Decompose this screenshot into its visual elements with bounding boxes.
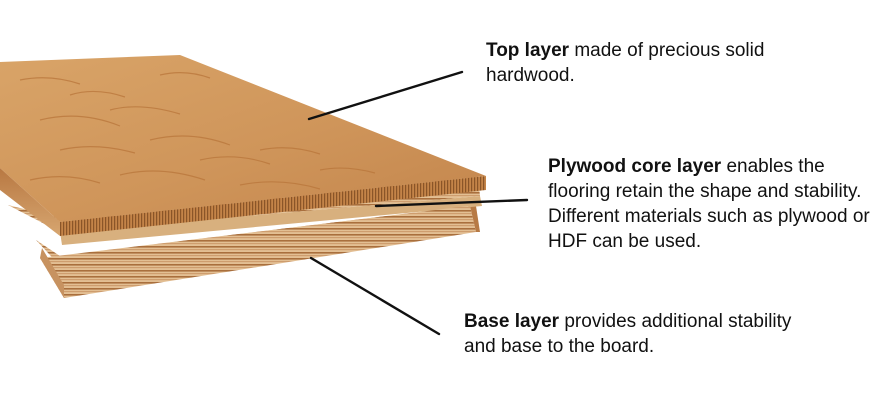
callout-top-layer-text: made of precious solid hardwood.: [486, 40, 765, 86]
callout-core-layer: Plywood core layer enables the flooring …: [548, 154, 883, 254]
leader-base-layer: [309, 256, 441, 336]
top-veneer: [0, 55, 486, 236]
callout-top-layer-title: Top layer: [486, 40, 570, 61]
callout-core-layer-title: Plywood core layer: [548, 156, 722, 177]
callout-base-layer-text: provides additional stability and base t…: [464, 311, 792, 357]
callout-base-layer-title: Base layer: [464, 311, 560, 332]
callout-base-layer: Base layer provides additional stability…: [464, 309, 794, 359]
callout-top-layer: Top layer made of precious solid hardwoo…: [486, 38, 846, 88]
leader-lines: [307, 70, 529, 336]
leader-top-layer: [307, 70, 464, 121]
leader-core-layer: [374, 198, 529, 208]
callout-core-layer-text: enables the flooring retain the shape an…: [548, 156, 870, 252]
base-plank: [40, 206, 480, 298]
